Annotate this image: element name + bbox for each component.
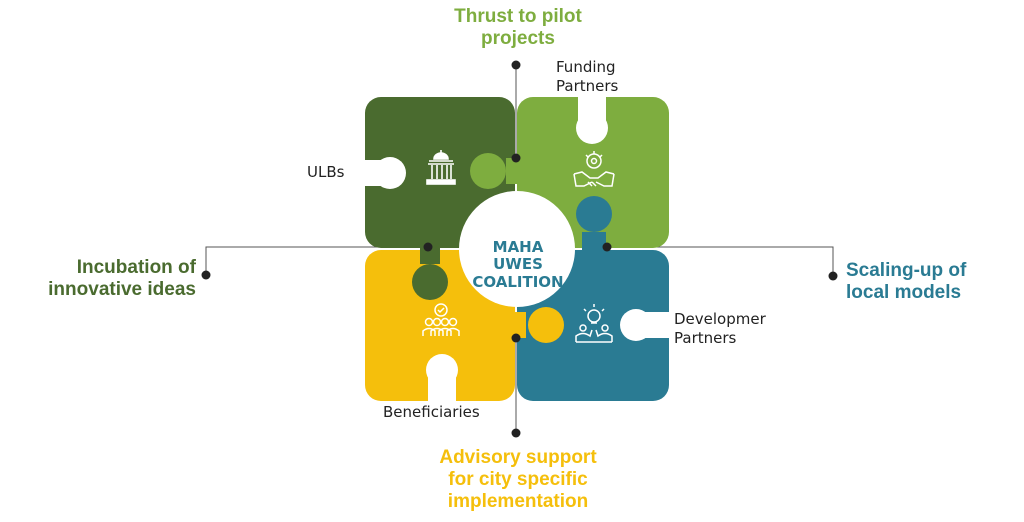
connector-right bbox=[607, 246, 834, 276]
government-building-icon bbox=[426, 150, 456, 185]
coalition-center-label: MAHA UWES COALITION bbox=[462, 211, 574, 319]
center-line-1: MAHA bbox=[492, 238, 544, 257]
handshake-gear-icon bbox=[573, 151, 615, 187]
outcome-right-line-2: local models bbox=[846, 281, 962, 303]
label-funding-partners-line-1: Funding bbox=[556, 58, 616, 76]
label-funding-partners-line-2: Partners bbox=[556, 76, 619, 95]
dot-left-outer bbox=[201, 270, 211, 280]
label-developmer-partners: Developmer Partners bbox=[674, 310, 766, 348]
outcome-left-line-2: innovative ideas bbox=[48, 278, 196, 300]
outcome-top-line-1: Thrust to pilot bbox=[454, 6, 582, 27]
dot-bottom-outer bbox=[511, 428, 521, 438]
center-line-3: COALITION bbox=[472, 272, 564, 291]
outcome-bottom-line-2: for city specific bbox=[448, 468, 588, 490]
outcome-left: Incubation of innovative ideas bbox=[26, 257, 196, 301]
center-circle bbox=[459, 191, 575, 307]
dot-right-outer bbox=[828, 271, 838, 281]
outcome-top: Thrust to pilot projects bbox=[418, 6, 618, 50]
outcome-bottom: Advisory support for city specific imple… bbox=[418, 447, 618, 513]
label-ulbs: ULBs bbox=[307, 163, 345, 181]
dot-top-outer bbox=[511, 60, 521, 70]
connector-lines bbox=[205, 65, 834, 433]
dot-right-inner bbox=[602, 242, 612, 252]
connector-dots bbox=[201, 60, 838, 438]
label-beneficiaries: Beneficiaries bbox=[383, 403, 480, 421]
lightbulb-people-icon bbox=[575, 304, 613, 343]
dot-left-inner bbox=[423, 242, 433, 252]
outcome-top-line-2: projects bbox=[481, 27, 555, 49]
dot-top-inner bbox=[511, 153, 521, 163]
outcome-right-line-1: Scaling-up of bbox=[846, 260, 967, 281]
dot-bottom-inner bbox=[511, 333, 521, 343]
outcome-bottom-line-1: Advisory support bbox=[439, 447, 597, 468]
outcome-left-line-1: Incubation of bbox=[76, 257, 196, 278]
people-group-check-icon bbox=[422, 303, 460, 336]
connector-left bbox=[205, 246, 428, 275]
outcome-right: Scaling-up of local models bbox=[846, 260, 1016, 304]
label-developmer-partners-line-1: Developmer bbox=[674, 310, 766, 328]
center-line-2: UWES bbox=[493, 255, 543, 274]
label-funding-partners: Funding Partners bbox=[556, 58, 618, 96]
outcome-bottom-line-3: implementation bbox=[447, 490, 589, 512]
label-developmer-partners-line-2: Partners bbox=[674, 328, 737, 347]
